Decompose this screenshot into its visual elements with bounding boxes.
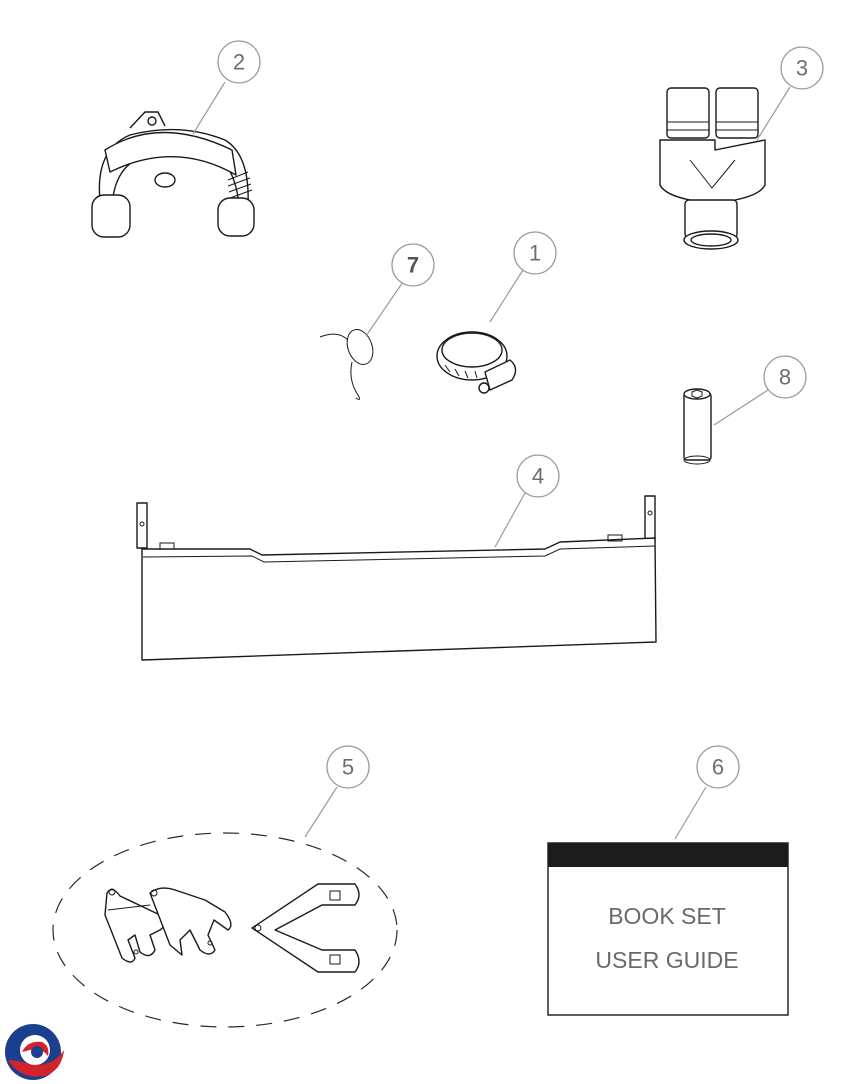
callout-4: 4 [516, 454, 560, 498]
book-header-bar [548, 843, 788, 867]
part-2-saddle-clamp [91, 111, 255, 238]
leader-7 [365, 281, 404, 337]
brand-logo-icon [5, 1024, 64, 1080]
leader-1 [489, 269, 524, 323]
callout-1: 1 [513, 231, 557, 275]
callout-2: 2 [217, 40, 261, 84]
part-1-hose-clamp [436, 331, 517, 394]
book-title-line-1: BOOK SET [608, 903, 726, 929]
part-8-hex-socket [683, 388, 712, 465]
callout-7-label: 7 [407, 253, 419, 278]
callout-8-label: 8 [779, 365, 791, 390]
callout-3: 3 [780, 46, 824, 90]
part-6-user-guide: BOOK SET USER GUIDE [547, 842, 789, 1016]
part-7-lanyard [319, 329, 374, 400]
callout-1-label: 1 [529, 241, 541, 266]
leader-3 [756, 86, 791, 141]
callout-6: 6 [696, 745, 740, 789]
part-3-y-adapter [659, 87, 766, 250]
leader-4 [494, 492, 526, 548]
callout-7: 7 [391, 243, 435, 287]
part-5-brackets [104, 883, 360, 973]
part-5-group-outline [52, 832, 398, 1028]
callout-5-label: 5 [342, 755, 354, 780]
callout-2-label: 2 [233, 50, 245, 75]
callout-4-label: 4 [532, 464, 544, 489]
part-4-front-panel [136, 495, 657, 661]
leader-5 [304, 786, 338, 838]
callout-6-label: 6 [712, 755, 724, 780]
callout-8: 8 [763, 355, 807, 399]
book-title-line-2: USER GUIDE [595, 947, 738, 973]
callout-5: 5 [326, 745, 370, 789]
leader-2 [192, 81, 226, 135]
callout-3-label: 3 [796, 56, 808, 81]
leader-6 [674, 786, 707, 840]
leader-8 [713, 389, 769, 426]
